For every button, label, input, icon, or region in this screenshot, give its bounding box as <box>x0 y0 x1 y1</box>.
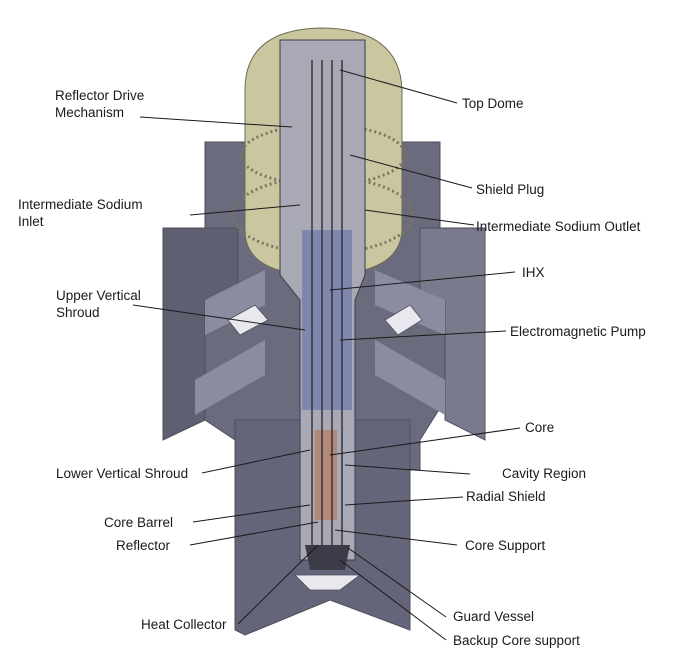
core-section <box>315 430 337 520</box>
label-reflector: Reflector <box>116 538 171 553</box>
label-cavity-region: Cavity Region <box>502 466 587 481</box>
label-core-barrel: Core Barrel <box>104 515 174 530</box>
right-notch <box>384 304 423 336</box>
label-radial-shield: Radial Shield <box>466 489 546 504</box>
label-lower-shroud: Lower Vertical Shroud <box>56 466 189 481</box>
dome-ring-lower <box>231 175 415 255</box>
dome-ring-middle <box>239 123 407 187</box>
reactor-drawing <box>162 27 486 636</box>
label-intermediate-outlet: Intermediate Sodium Outlet <box>476 219 641 234</box>
leader-reflector <box>189 521 319 546</box>
label-ihx: IHX <box>522 265 545 280</box>
leader-ihx <box>329 271 516 291</box>
leader-core-support <box>334 529 458 546</box>
leader-heat-collector <box>237 544 319 625</box>
leader-radial-shield <box>344 496 464 506</box>
column-blue-section <box>302 230 352 410</box>
leader-intermediate-inlet <box>189 204 301 216</box>
bottom-notch <box>294 574 362 591</box>
label-core-support: Core Support <box>465 538 546 553</box>
leader-shield-plug <box>349 154 473 189</box>
leader-core <box>329 427 521 456</box>
label-core: Core <box>525 420 555 435</box>
leader-core-barrel <box>192 504 311 523</box>
label-heat-collector: Heat Collector <box>141 617 227 632</box>
leader-intermediate-outlet <box>364 209 475 226</box>
leader-lines <box>132 69 521 641</box>
label-shield-plug: Shield Plug <box>476 182 545 197</box>
leader-lower-shroud <box>201 449 311 474</box>
label-top-dome: Top Dome <box>462 96 524 111</box>
label-backup-core-support: Backup Core support <box>453 633 580 648</box>
bottom-support-cup <box>305 545 350 570</box>
label-intermediate-inlet-line2: Inlet <box>18 214 44 229</box>
label-upper-shroud-line1: Upper Vertical <box>56 288 141 303</box>
left-cut-band <box>205 270 265 335</box>
right-cut-band <box>375 270 445 335</box>
right-cut-band-lower <box>375 340 445 415</box>
leader-upper-shroud <box>132 304 306 331</box>
leader-em-pump <box>339 330 507 341</box>
left-cut-band-lower <box>195 340 265 415</box>
leader-guard-vessel <box>347 547 447 618</box>
label-guard-vessel: Guard Vessel <box>453 609 535 624</box>
label-upper-shroud-line2: Shroud <box>56 305 100 320</box>
leader-top-dome <box>339 69 458 104</box>
label-reflector-drive-line2: Mechanism <box>55 105 125 120</box>
left-notch <box>227 304 269 336</box>
label-em-pump: Electromagnetic Pump <box>510 324 646 339</box>
leader-backup-core-support <box>339 559 447 641</box>
leader-cavity-region <box>344 464 471 475</box>
label-reflector-drive-line1: Reflector Drive <box>55 88 145 103</box>
leader-reflector-drive <box>139 116 293 128</box>
label-intermediate-inlet-line1: Intermediate Sodium <box>18 197 143 212</box>
